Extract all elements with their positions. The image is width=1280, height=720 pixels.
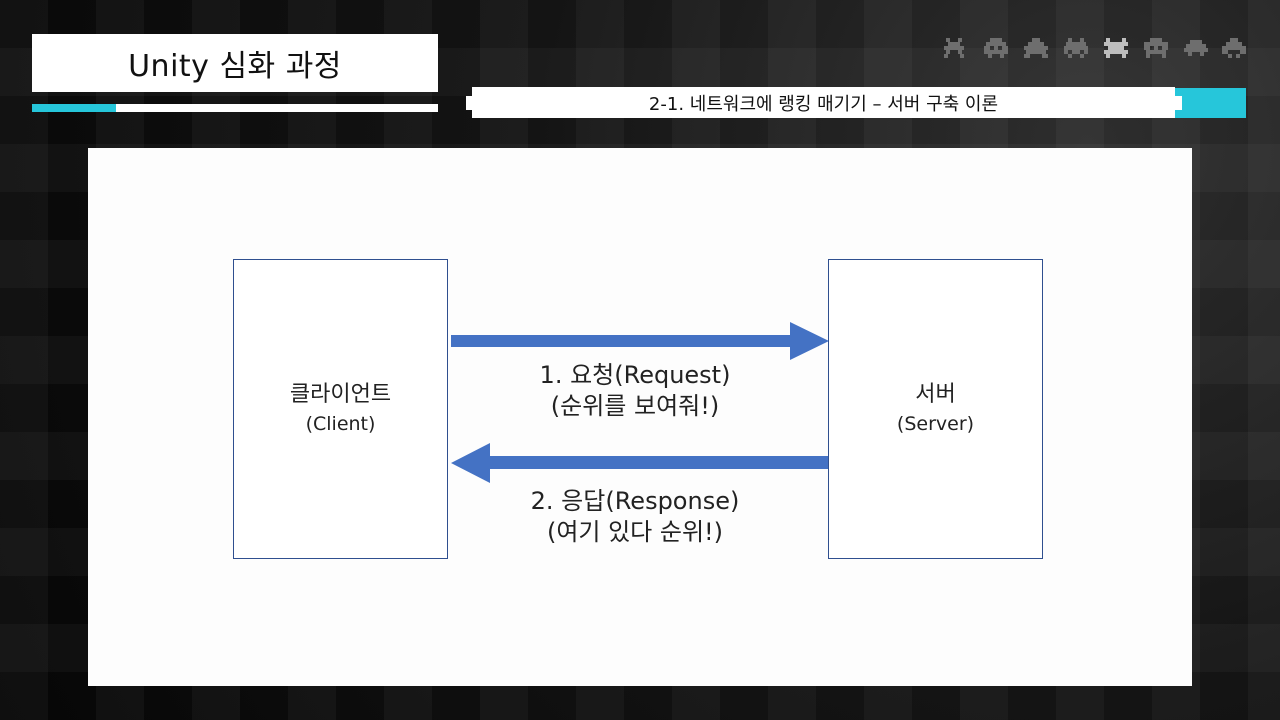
response-label-line2: (여기 있다 순위!) [546,518,724,546]
page-title: Unity 심화 과정 [128,49,342,84]
server-label: 서버 [915,382,956,407]
request-label-line1: 1. 요청(Request) [539,361,731,389]
response-label-line1: 2. 응답(Response) [530,487,740,515]
subtitle-notch [466,96,474,110]
slide-content: 클라이언트 (Client) 서버 (Server) 1. 요청(Request… [88,148,1192,686]
space-invader-icon [1024,38,1048,58]
title-box: Unity 심화 과정 [32,34,438,92]
space-invader-icon [1104,38,1128,58]
client-sublabel: (Client) [305,413,376,435]
page-subtitle: 2-1. 네트워크에 랭킹 매기기 – 서버 구축 이론 [648,93,999,115]
subtitle-notch [1174,96,1182,110]
space-invader-icon [1064,38,1088,58]
server-box: 서버 (Server) [828,259,1043,559]
space-invader-icon [1144,38,1168,58]
server-sublabel: (Server) [896,413,975,435]
request-arrow [451,322,829,360]
space-invader-icon [1184,40,1208,56]
subtitle-box: 2-1. 네트워크에 랭킹 매기기 – 서버 구축 이론 [472,87,1175,118]
space-invader-icon [1222,38,1246,58]
space-invader-icon [984,38,1008,58]
space-invaders-decoration [944,38,1246,58]
client-box: 클라이언트 (Client) [233,259,448,559]
title-underline [32,104,438,112]
client-label: 클라이언트 [289,382,392,407]
response-arrow [451,443,828,483]
response-label: 2. 응답(Response) (여기 있다 순위!) [485,486,785,548]
request-label: 1. 요청(Request) (순위를 보여줘!) [485,360,785,422]
request-label-line2: (순위를 보여줘!) [550,392,720,420]
arrows-layer [451,322,829,483]
title-underline-accent [32,104,116,112]
subtitle-accent [1174,88,1246,118]
space-invader-icon [944,38,964,58]
